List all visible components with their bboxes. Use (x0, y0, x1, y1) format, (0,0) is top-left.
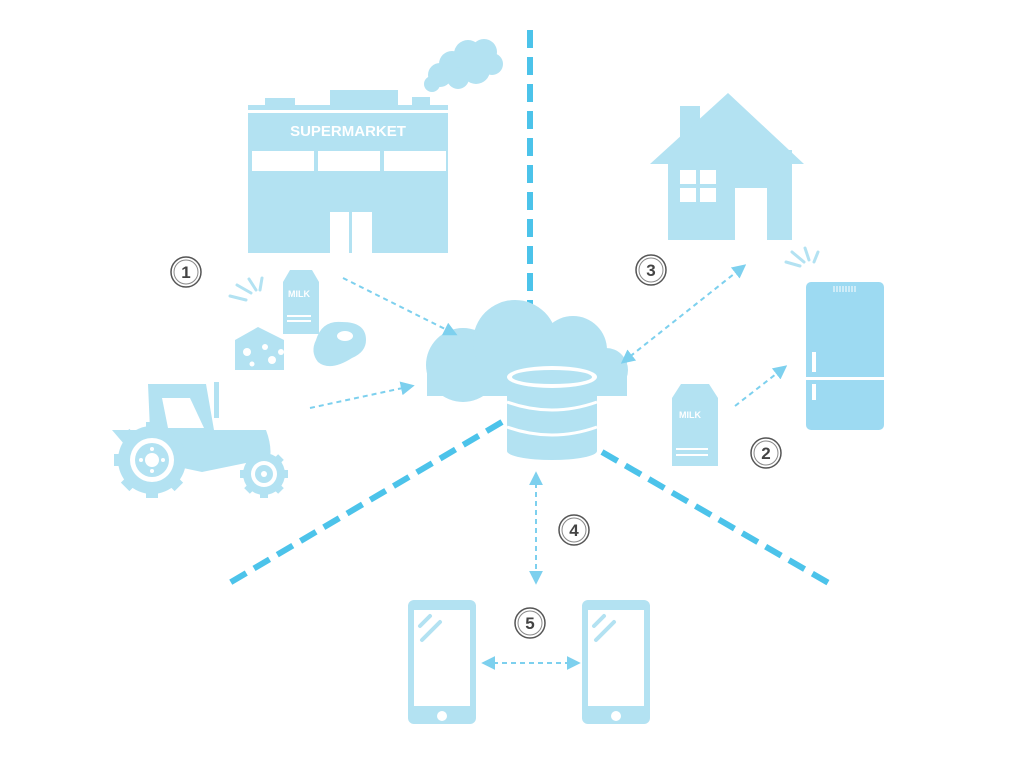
milk-carton-icon: MILK (283, 270, 319, 334)
tractor-rear-wheel (114, 422, 190, 498)
arrow-milk-to-fridge (734, 365, 788, 407)
fridge-icon (806, 282, 884, 430)
house-icon (650, 93, 804, 240)
food-signal-icon (228, 276, 264, 302)
milk-label-bottom: MILK (679, 410, 701, 420)
divider-lines (224, 30, 834, 588)
step-number-2: 2 (761, 444, 770, 463)
step-marker-3: 3 (635, 254, 667, 286)
step-number-5: 5 (525, 614, 534, 633)
smartphone-icon-left (408, 600, 476, 724)
arrow-cloud-house (620, 264, 747, 364)
smartphone-icon-right (582, 600, 650, 724)
tractor-front-wheel (240, 450, 288, 498)
tractor-icon (112, 382, 288, 498)
flow-arrows (309, 264, 788, 670)
step-marker-1: 1 (170, 256, 202, 288)
database-icon (506, 366, 598, 460)
divider-right (600, 449, 834, 588)
step-number-3: 3 (646, 261, 655, 280)
fridge-signal-icon (784, 246, 820, 268)
supermarket-label: SUPERMARKET (290, 123, 406, 140)
step-marker-2: 2 (750, 437, 782, 469)
step-number-1: 1 (181, 263, 190, 282)
step-marker-4: 4 (558, 514, 590, 546)
cheese-icon (235, 327, 284, 370)
arrow-tractor-to-cloud (309, 381, 415, 409)
milk-carton-icon-2: MILK (672, 384, 718, 466)
step-number-4: 4 (569, 521, 579, 540)
meat-icon (313, 321, 366, 367)
arrow-supermarket-to-cloud (342, 277, 458, 336)
smoke-cloud-icon (424, 39, 503, 92)
milk-label-top: MILK (288, 289, 310, 299)
supermarket-icon: SUPERMARKET (248, 90, 448, 253)
step-marker-5: 5 (514, 607, 546, 639)
